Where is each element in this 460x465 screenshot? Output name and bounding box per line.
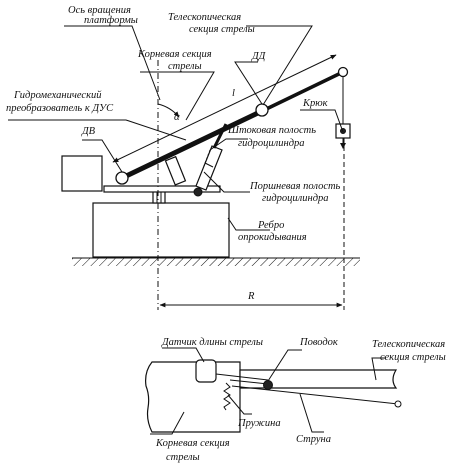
top-labels: Ось вращения платформы Телескопическая с… [6, 5, 341, 302]
label-sensor: Датчик длины стрелы [161, 337, 263, 348]
engine-block [61, 155, 103, 192]
label-spring: Пружина [237, 418, 281, 429]
label-rod-2: гидроцилиндра [238, 138, 305, 149]
label-telescopic-1: Телескопическая [168, 12, 241, 23]
length-dimension [112, 54, 337, 163]
label-root-2: стрелы [168, 61, 202, 72]
label-lead: Поводок [299, 337, 338, 348]
label-telescopic-2: секция стрелы [189, 24, 255, 35]
label-length: l [232, 88, 235, 99]
label-hydro-2: преобразователь к ДУС [6, 103, 114, 114]
crane-side-view [8, 25, 360, 310]
ground-hatch [72, 258, 360, 266]
label-rotation-axis-2: платформы [84, 15, 138, 26]
label-telescopic-b-1: Телескопическая [372, 339, 445, 350]
spring [223, 382, 231, 411]
label-root-b-2: стрелы [166, 452, 200, 463]
length-sensor [195, 359, 217, 383]
label-dd: ДД [251, 51, 267, 62]
slewing-ring [152, 190, 166, 204]
label-dv: ДВ [81, 126, 96, 137]
label-rod-1: Штоковая полость [227, 125, 316, 136]
hydromechanical-converter [164, 155, 187, 186]
label-piston-2: гидроцилиндра [262, 193, 329, 204]
boom-telescopic-section [254, 70, 345, 116]
label-radius: R [247, 291, 255, 302]
boom-joint [255, 103, 269, 117]
turntable-platform [103, 185, 221, 193]
string [231, 385, 399, 405]
label-root-1: Корневая секция [137, 49, 212, 60]
label-telescopic-b-2: секция стрелы [380, 352, 446, 363]
label-root-b-1: Корневая секция [155, 438, 230, 449]
crane-base [92, 202, 230, 258]
boom-head-sheave [337, 66, 349, 78]
label-edge-1: Ребро [257, 220, 284, 231]
label-rotation-axis-1: Ось вращения [68, 5, 131, 16]
label-piston-1: Поршневая полость [249, 181, 341, 192]
bottom-labels: Датчик длины стрелы Поводок Телескопичес… [155, 337, 446, 463]
string-end [394, 400, 402, 408]
label-alpha: α [174, 112, 180, 123]
length-sensor-detail [145, 347, 402, 435]
root-section-body [145, 361, 241, 433]
label-hydro-1: Гидромеханический [13, 90, 102, 101]
label-hook: Крюк [302, 98, 328, 109]
lead-pin [263, 380, 273, 390]
label-string: Струна [296, 434, 331, 445]
label-edge-2: опрокидывания [238, 232, 307, 243]
boom-pivot [115, 171, 129, 185]
telescopic-section-body [239, 369, 398, 389]
